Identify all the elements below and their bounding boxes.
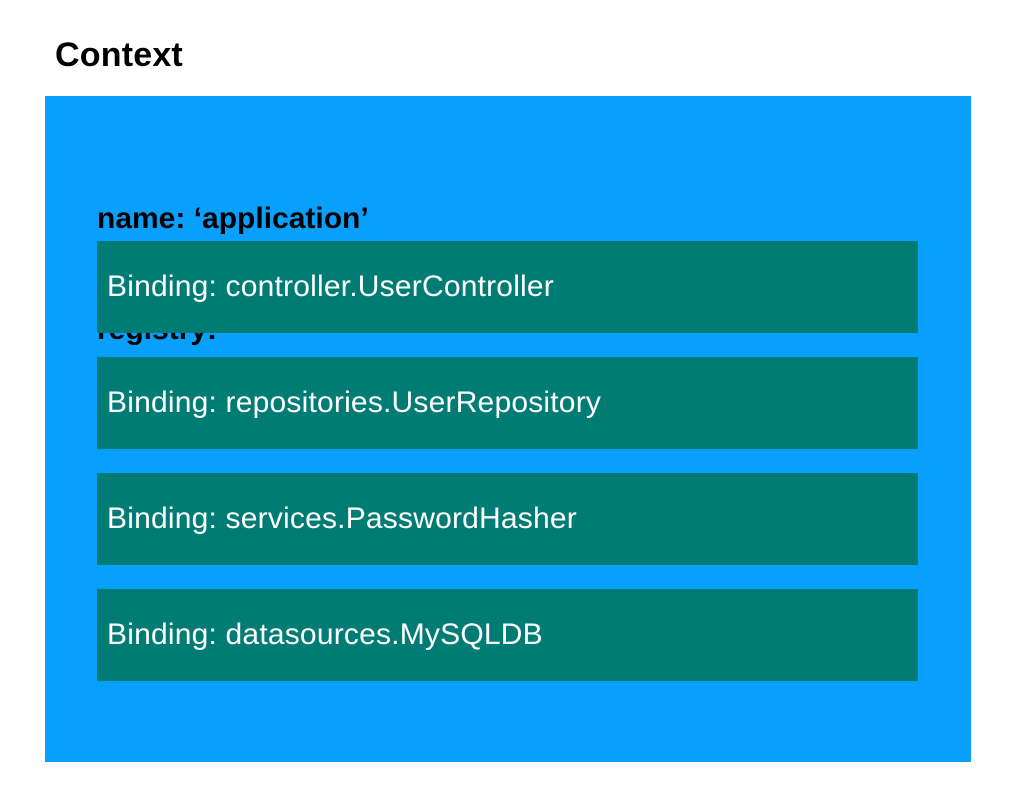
page-title: Context — [55, 36, 183, 74]
binding-row: Binding: controller.UserController — [97, 241, 918, 333]
binding-row: Binding: repositories.UserRepository — [97, 357, 918, 449]
context-name-property: name: ‘application’ — [97, 202, 369, 235]
bindings-list: Binding: controller.UserController Bindi… — [97, 241, 918, 681]
context-box: name: ‘application’ registry: Binding: c… — [45, 96, 971, 762]
binding-label: Binding: repositories.UserRepository — [107, 386, 602, 419]
binding-label: Binding: datasources.MySQLDB — [107, 618, 543, 651]
binding-label: Binding: services.PasswordHasher — [107, 502, 577, 535]
binding-row: Binding: services.PasswordHasher — [97, 473, 918, 565]
binding-row: Binding: datasources.MySQLDB — [97, 589, 918, 681]
binding-label: Binding: controller.UserController — [107, 270, 555, 303]
